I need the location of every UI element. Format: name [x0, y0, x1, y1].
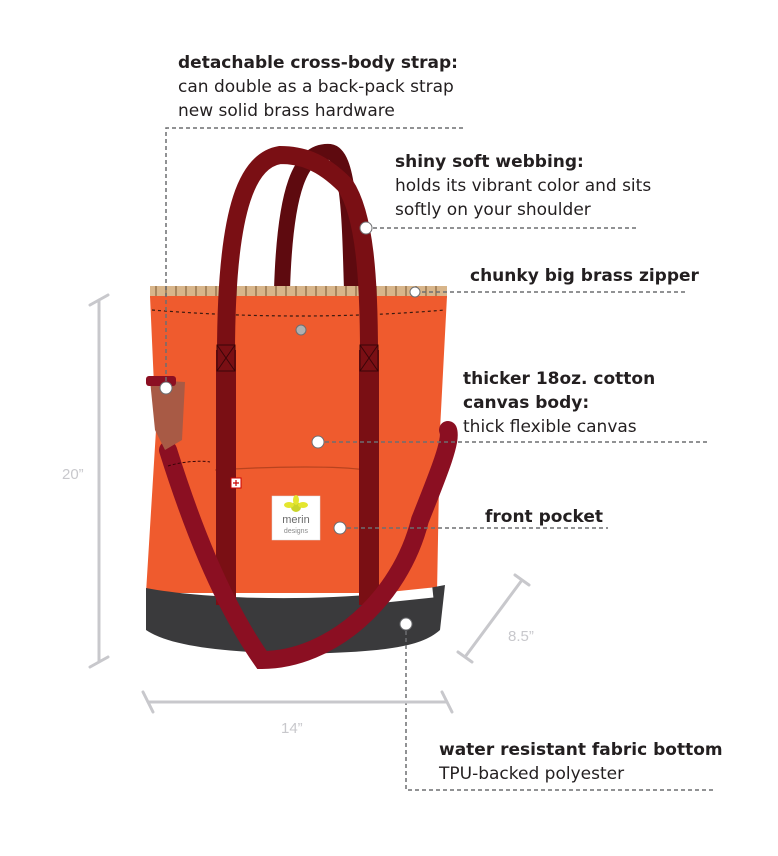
dot-strap	[159, 381, 173, 395]
callout-canvas-title-2: canvas body:	[463, 393, 590, 413]
height-label: 20”	[62, 466, 84, 483]
top-stitching	[151, 309, 446, 317]
callout-dots	[159, 221, 421, 631]
callout-strap-line-2: new solid brass hardware	[178, 101, 395, 121]
width-label: 14”	[281, 720, 303, 737]
callout-webbing: shiny soft webbing: holds its vibrant co…	[395, 150, 651, 222]
pocket-seam	[214, 466, 366, 471]
callout-webbing-title: shiny soft webbing:	[395, 152, 584, 172]
handle-stitch-boxes	[216, 344, 379, 372]
callout-bottom-title: water resistant fabric bottom	[439, 740, 723, 760]
callout-zipper-title: chunky big brass zipper	[470, 266, 699, 286]
width-dimension	[141, 690, 454, 714]
dot-canvas	[311, 435, 325, 449]
callout-bottom-line-1: TPU-backed polyester	[439, 764, 625, 784]
callout-webbing-line-2: softly on your shoulder	[395, 200, 591, 220]
svg-text:designs: designs	[284, 528, 309, 535]
dot-zipper	[409, 286, 421, 298]
callout-webbing-line-1: holds its vibrant color and sits	[395, 176, 652, 196]
strap-clip	[150, 380, 185, 450]
height-dimension	[88, 293, 110, 669]
callout-zipper: chunky big brass zipper	[470, 264, 699, 288]
snap-button	[295, 324, 307, 336]
dot-webbing	[359, 221, 373, 235]
leader-lines	[165, 127, 716, 791]
front-handle-loop	[217, 145, 378, 356]
depth-dimension	[456, 573, 531, 664]
leader-bottom	[405, 624, 716, 791]
dot-pocket	[333, 521, 347, 535]
crossbody-strap	[159, 421, 458, 670]
logo-flower-icon	[284, 495, 308, 512]
strap-end-stitching	[167, 460, 211, 467]
callout-bottom: water resistant fabric bottom TPU-backed…	[439, 738, 723, 786]
dot-bottom	[399, 617, 413, 631]
callout-canvas-line-1: thick flexible canvas	[463, 417, 637, 437]
callout-strap-line-1: can double as a back-pack strap	[178, 77, 454, 97]
depth-label: 8.5”	[508, 628, 534, 645]
callout-canvas: thicker 18oz. cotton canvas body: thick …	[463, 367, 655, 439]
leader-strap	[165, 127, 465, 388]
callout-pocket-title: front pocket	[485, 507, 604, 527]
callout-strap: detachable cross-body strap: can double …	[178, 51, 458, 123]
back-handle	[274, 143, 360, 298]
callout-pocket: front pocket	[485, 505, 603, 529]
dimension-lines	[88, 293, 531, 714]
callout-canvas-title-1: thicker 18oz. cotton	[463, 369, 656, 389]
logo-text: merin	[282, 514, 310, 526]
callout-strap-title: detachable cross-body strap:	[178, 53, 458, 73]
